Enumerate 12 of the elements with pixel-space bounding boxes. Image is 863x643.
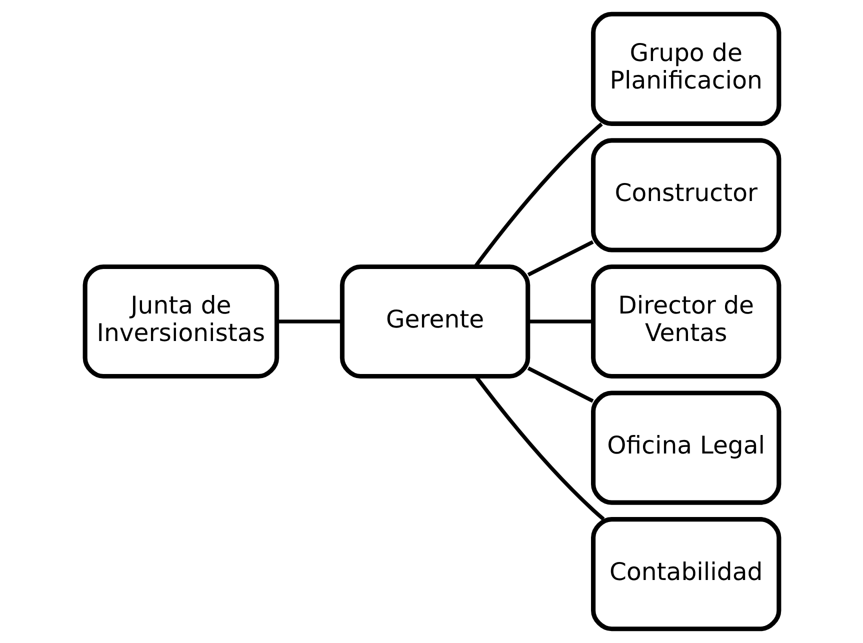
node-box: Gerente — [339, 264, 530, 379]
connector — [526, 366, 594, 403]
node-box: Contabilidad — [590, 517, 781, 632]
connector — [276, 320, 342, 324]
connector — [473, 122, 602, 268]
connector — [528, 320, 592, 324]
connector — [526, 240, 594, 277]
node-box: Director de Ventas — [590, 264, 781, 379]
node-box: Constructor — [590, 138, 781, 252]
node-box: Oficina Legal — [590, 390, 781, 505]
node-box: Junta de Inversionistas — [82, 264, 279, 379]
node-box: Grupo de Planificacion — [590, 12, 781, 126]
